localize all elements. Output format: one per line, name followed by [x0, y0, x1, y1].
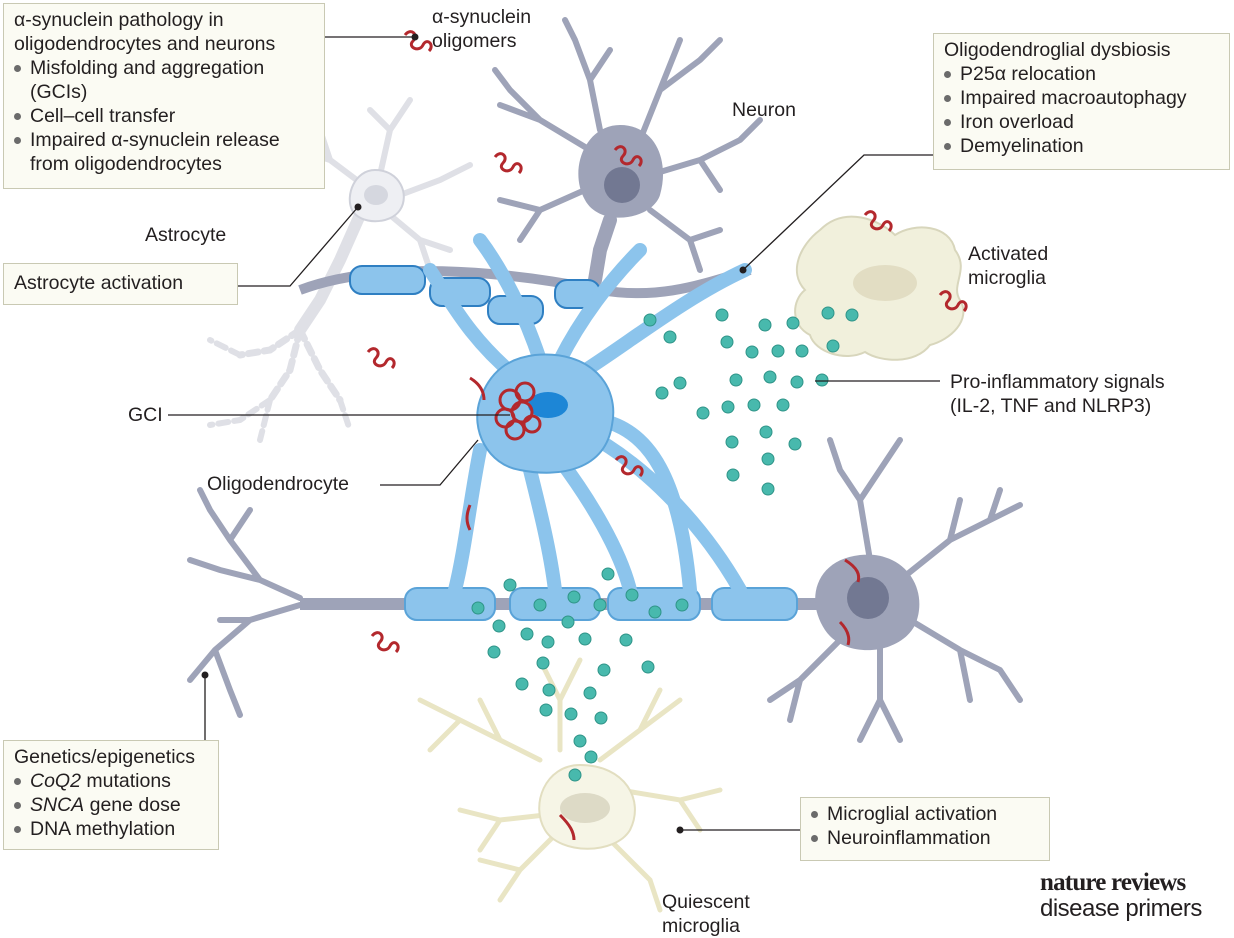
bullet-macroautophagy: Impaired macroautophagy — [944, 86, 1219, 110]
quiescent-microglia-cell — [417, 657, 723, 913]
logo-line-1: nature reviews — [1040, 869, 1186, 896]
bullet-misfolding-cont: (GCIs) — [30, 81, 88, 103]
genetics-box: Genetics/epigenetics CoQ2 mutations SNCA… — [3, 740, 219, 850]
bullet-impaired-release-cont: from oligodendrocytes — [30, 153, 222, 175]
label-oligomers-2: oligomers — [432, 30, 517, 52]
bullet-p25a: P25α relocation — [944, 62, 1219, 86]
astrocyte-body — [348, 168, 405, 223]
label-pro-inflammatory: Pro-inflammatory signals (IL-2, TNF and … — [950, 370, 1165, 418]
neuron-right — [767, 437, 1023, 743]
bullet-coq2: CoQ2 mutations — [14, 769, 208, 793]
bullet-snca: SNCA gene dose — [14, 793, 208, 817]
neuron-left — [187, 487, 303, 718]
dna-methylation-text: DNA methylation — [30, 818, 176, 840]
bullet-demyelination: Demyelination — [944, 134, 1219, 158]
alpha-synuclein-pathology-title-1: α-synuclein pathology in — [14, 9, 224, 31]
dysbiosis-title: Oligodendroglial dysbiosis — [944, 39, 1171, 61]
label-neuron: Neuron — [732, 99, 796, 121]
microglial-activation-box: Microglial activation Neuroinflammation — [800, 797, 1050, 861]
label-pro-inflammatory-2: (IL-2, TNF and NLRP3) — [950, 395, 1152, 417]
gci-aggregate — [494, 381, 542, 441]
genetics-title: Genetics/epigenetics — [14, 746, 196, 768]
logo-line-2: disease primers — [1040, 895, 1202, 922]
label-astrocyte: Astrocyte — [145, 224, 227, 246]
alpha-synuclein-oligomers — [366, 30, 968, 654]
snca-text: gene dose — [84, 794, 181, 816]
quiescent-microglia-body — [538, 763, 636, 850]
bullet-impaired-release: Impaired α-synuclein release — [14, 128, 314, 152]
neuron-right-body — [815, 554, 920, 651]
bullet-microglial-activation: Microglial activation — [811, 802, 1039, 826]
label-pro-inflammatory-1: Pro-inflammatory signals — [950, 371, 1165, 393]
bullet-neuroinflammation: Neuroinflammation — [811, 826, 1039, 850]
label-quiescent-microglia-2: microglia — [662, 915, 741, 937]
label-oligomers: α-synuclein oligomers — [432, 5, 531, 53]
bullet-iron: Iron overload — [944, 110, 1219, 134]
alpha-synuclein-pathology-title-2: oligodendrocytes and neurons — [14, 33, 276, 55]
coq2-text: mutations — [80, 770, 171, 792]
snca-gene: SNCA — [30, 794, 85, 816]
label-oligodendrocyte: Oligodendrocyte — [207, 473, 350, 495]
label-activated-microglia-2: microglia — [968, 267, 1047, 289]
activated-microglia-cell — [794, 215, 965, 361]
astrocyte-activation-text: Astrocyte activation — [14, 272, 184, 294]
astrocyte-activation-box: Astrocyte activation — [3, 263, 238, 305]
label-gci: GCI — [128, 404, 163, 426]
bullet-misfolding: Misfolding and aggregation — [14, 56, 314, 80]
nature-reviews-logo: nature reviews disease primers — [1040, 870, 1202, 922]
alpha-synuclein-pathology-box: α-synuclein pathology in oligodendrocyte… — [3, 3, 325, 189]
pro-inflammatory-signals — [471, 306, 859, 782]
label-oligomers-1: α-synuclein — [432, 6, 532, 28]
leader-dots — [201, 33, 747, 834]
bullet-cell-transfer: Cell–cell transfer — [14, 104, 314, 128]
neuron-top-body — [578, 125, 664, 218]
oligodendrocyte-body — [476, 353, 615, 474]
neuron-top — [492, 17, 763, 287]
label-activated-microglia-1: Activated — [968, 243, 1049, 265]
coq2-gene: CoQ2 — [30, 770, 81, 792]
oligodendroglial-dysbiosis-box: Oligodendroglial dysbiosis P25α relocati… — [933, 33, 1230, 170]
leader-lines — [168, 36, 940, 831]
label-activated-microglia: Activated microglia — [968, 242, 1048, 290]
label-quiescent-microglia: Quiescent microglia — [662, 890, 750, 938]
bullet-dna-methylation: DNA methylation — [14, 817, 208, 841]
label-quiescent-microglia-1: Quiescent — [662, 891, 750, 913]
